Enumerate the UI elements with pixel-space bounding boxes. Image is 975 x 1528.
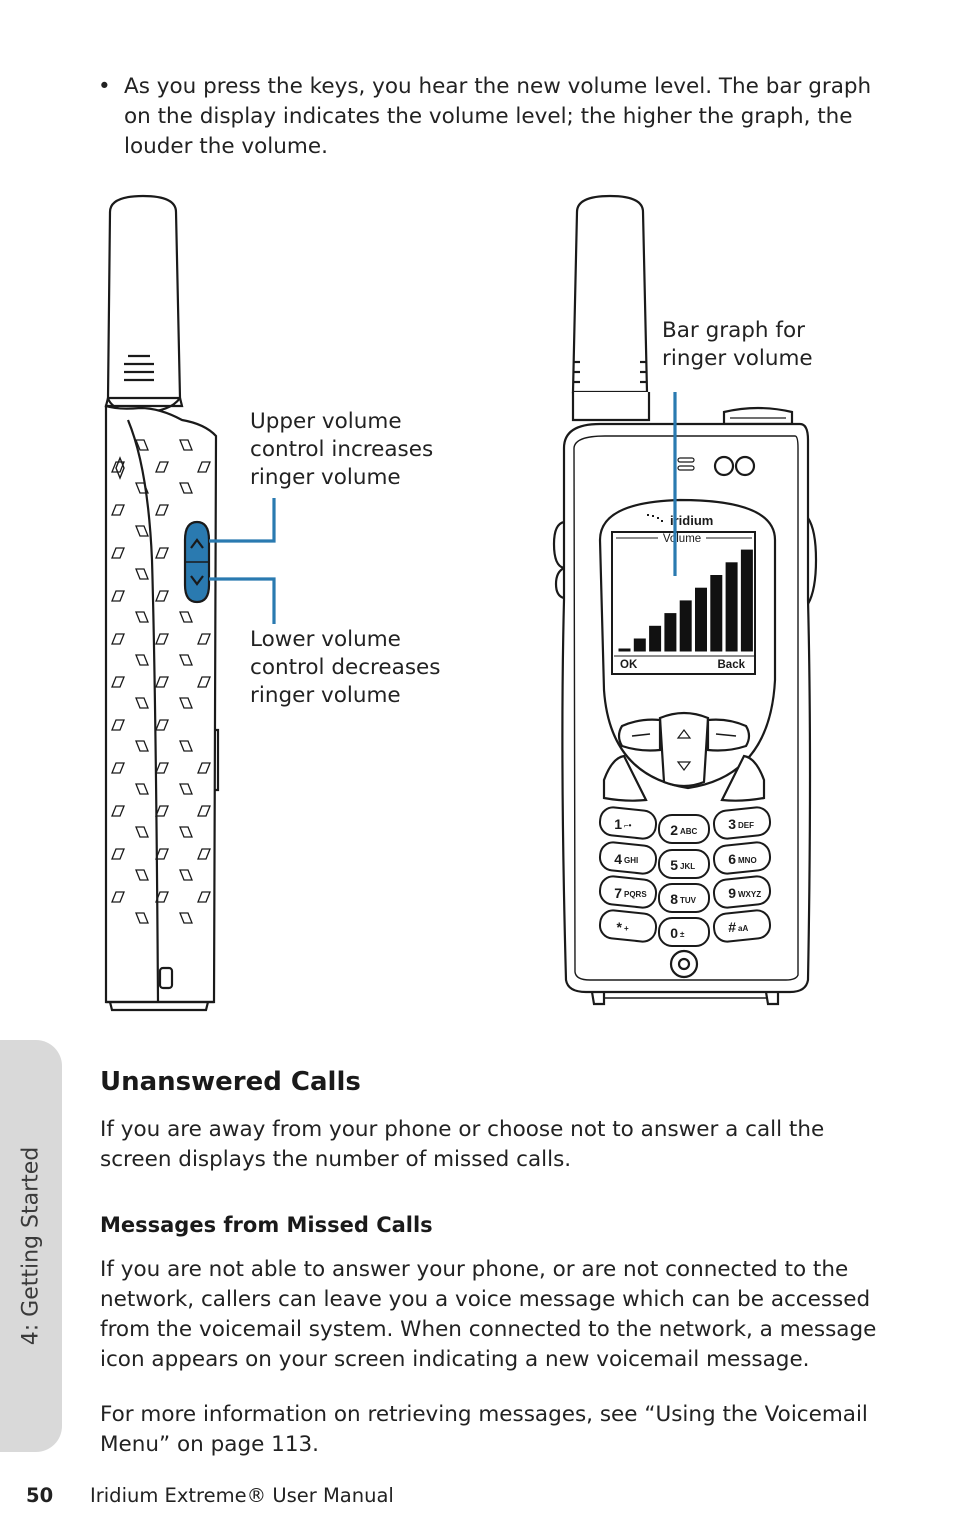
- key-number: #: [728, 919, 736, 935]
- section-title: Unanswered Calls: [100, 1067, 361, 1097]
- chapter-side-tab: 4: Getting Started: [0, 1040, 62, 1452]
- brand-logo-dots-icon: [647, 514, 663, 522]
- side-grip-pattern: [111, 439, 211, 924]
- call-key: [602, 754, 648, 802]
- key-cap: [598, 875, 658, 909]
- key-number: 9: [728, 885, 736, 901]
- key-number: 2: [670, 822, 678, 838]
- softkey-back-label: Back: [718, 659, 746, 671]
- phone-illustrations: 1⌐•2ABC3DEF4GHI5JKL6MNO7PQRS8TUV9WXYZ*+0…: [104, 194, 818, 1012]
- paragraph-more-info: For more information on retrieving messa…: [100, 1402, 868, 1457]
- front-antenna: [571, 194, 649, 394]
- volume-bar: [710, 575, 723, 652]
- paragraph-missed-calls: If you are away from your phone or choos…: [100, 1117, 825, 1172]
- callout-bar-graph: Bar graph for ringer volume: [662, 318, 813, 371]
- brand-logo-text: iridium: [670, 513, 713, 528]
- key-10: *+: [598, 909, 658, 943]
- intro-text: As you press the keys, you hear the new …: [124, 74, 872, 159]
- phone-side-view: [104, 194, 220, 1012]
- callout-lower-volume: Lower volume control decreases ringer vo…: [250, 627, 441, 708]
- page-number: 50: [26, 1484, 54, 1507]
- key-letters: WXYZ: [738, 890, 761, 899]
- key-cap: [658, 883, 710, 913]
- key-letters: ABC: [680, 827, 698, 836]
- key-cap: [658, 917, 710, 947]
- screen-contents: iridium Volume OK Back: [614, 513, 754, 671]
- key-letters: MNO: [738, 856, 757, 865]
- key-cap: [712, 909, 772, 943]
- key-letters: TUV: [680, 896, 697, 905]
- lower-volume-leader-line: [209, 577, 276, 624]
- nav-up-icon: [676, 729, 692, 739]
- key-number: 1: [614, 816, 622, 832]
- volume-bar-graph: [618, 549, 753, 652]
- volume-bar: [649, 625, 662, 652]
- key-11: 0±: [658, 917, 710, 947]
- chapter-tab-label: 4: Getting Started: [18, 1146, 44, 1346]
- key-cap: [658, 849, 710, 879]
- key-cap: [712, 841, 772, 875]
- softkey-ok-label: OK: [620, 659, 638, 671]
- key-cap: [598, 841, 658, 875]
- key-letters: +: [624, 924, 629, 933]
- power-button: [669, 949, 699, 979]
- side-body: [104, 404, 218, 1004]
- key-cap: [712, 806, 772, 840]
- key-number: 8: [670, 891, 678, 907]
- screen-title: Volume: [663, 533, 701, 545]
- volume-bar: [679, 600, 692, 652]
- key-number: 6: [728, 851, 736, 867]
- volume-up-arrow-icon: [190, 538, 204, 549]
- subsection-title: Messages from Missed Calls: [100, 1213, 433, 1237]
- volume-bar: [725, 562, 738, 652]
- key-1: 1⌐•: [598, 806, 658, 840]
- key-number: 0: [670, 925, 678, 941]
- intro-bullet: • As you press the keys, you hear the ne…: [98, 72, 878, 162]
- end-key: [720, 754, 766, 802]
- volume-bar: [695, 587, 707, 652]
- bullet-marker: •: [98, 74, 111, 99]
- key-cap: [598, 806, 658, 840]
- paragraph-voicemail: If you are not able to answer your phone…: [100, 1257, 877, 1372]
- key-letters: PQRS: [624, 890, 647, 899]
- key-number: 3: [728, 816, 736, 832]
- key-number: *: [617, 919, 623, 935]
- volume-bar: [633, 638, 646, 652]
- key-number: 7: [614, 885, 622, 901]
- upper-volume-leader-line: [209, 498, 276, 543]
- nav-down-icon: [676, 761, 692, 771]
- callout-upper-volume: Upper volume control increases ringer vo…: [250, 409, 434, 490]
- key-cap: [712, 875, 772, 909]
- key-letters: ±: [680, 930, 685, 939]
- volume-bar: [740, 549, 753, 652]
- key-letters: JKL: [680, 862, 695, 871]
- key-letters: aA: [738, 924, 748, 933]
- manual-title: Iridium Extreme® User Manual: [90, 1484, 394, 1507]
- key-cap: [598, 909, 658, 943]
- key-cap: [658, 814, 710, 844]
- volume-bar: [618, 648, 631, 652]
- key-number: 5: [670, 857, 678, 873]
- key-letters: ⌐•: [624, 821, 632, 830]
- key-letters: GHI: [624, 856, 638, 865]
- volume-down-arrow-icon: [190, 575, 204, 586]
- key-12: #aA: [712, 909, 772, 943]
- side-antenna: [106, 194, 182, 400]
- volume-bar: [664, 613, 677, 652]
- key-number: 4: [614, 851, 622, 867]
- key-letters: DEF: [738, 821, 754, 830]
